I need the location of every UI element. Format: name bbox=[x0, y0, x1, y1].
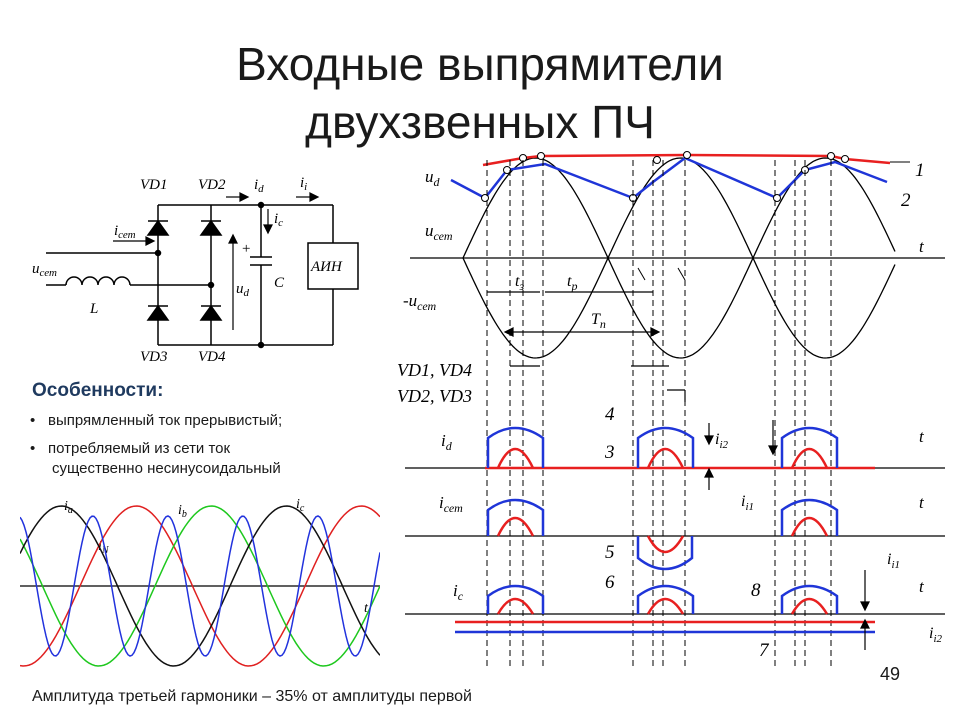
label-ud: ud bbox=[236, 281, 250, 299]
red-pulse bbox=[790, 597, 829, 615]
timing-label-ii2a: ii2 bbox=[715, 431, 729, 451]
timing-marker-8: 8 bbox=[751, 580, 761, 601]
timing-label-tr: tр bbox=[567, 273, 577, 293]
feature-text-2: потребляемый из сети ток bbox=[48, 440, 231, 457]
timing-label-iset: iсет bbox=[439, 493, 463, 515]
rectifier-circuit-diagram: VD1 VD2 VD3 VD4 id ii iсет ic uсет ud + … bbox=[32, 175, 359, 365]
timing-label-t4: t bbox=[919, 577, 925, 596]
neg-uset-curve bbox=[462, 157, 896, 359]
timing-marker-7: 7 bbox=[759, 640, 770, 661]
phase-n-curve bbox=[20, 515, 380, 657]
marker-5-leader bbox=[637, 267, 686, 281]
phase-label-t: t bbox=[364, 601, 369, 616]
blue-pulse bbox=[486, 584, 545, 614]
phase-label-ib: ib bbox=[178, 503, 187, 520]
bullet-dot: • bbox=[30, 412, 36, 429]
label-inductor: L bbox=[89, 301, 98, 317]
page-number: 49 bbox=[880, 664, 901, 684]
blue-pulse bbox=[780, 584, 839, 614]
blue-pulse bbox=[780, 498, 839, 536]
commutation-point bbox=[683, 151, 691, 159]
timing-label-uset: uсет bbox=[425, 221, 453, 243]
blue-pulse bbox=[486, 498, 545, 536]
timing-label-ud: ud bbox=[425, 167, 441, 189]
label-vd2: VD2 bbox=[198, 177, 226, 193]
timing-marker-4: 4 bbox=[605, 404, 615, 425]
label-ic: ic bbox=[274, 211, 283, 229]
label-id: id bbox=[254, 177, 264, 195]
label-capacitor: C bbox=[274, 275, 285, 291]
phase-currents-plot: ia ib ic iN t bbox=[20, 497, 380, 667]
timing-label-tp: Tп bbox=[591, 311, 606, 331]
slide-title-line1: Входные выпрямители bbox=[236, 38, 724, 90]
timing-marker-3: 3 bbox=[604, 442, 615, 463]
footer-note: Амплитуда третьей гармоники – 35% от амп… bbox=[32, 688, 472, 705]
negative-blue-pulse bbox=[636, 536, 694, 571]
negative-red-pulse bbox=[646, 535, 685, 554]
timing-label-ii2b: ii2 bbox=[929, 625, 943, 645]
commutation-point bbox=[827, 152, 835, 160]
timing-label-neg-uset: -uсет bbox=[403, 291, 437, 313]
feature-text-1: выпрямленный ток прерывистый; bbox=[48, 412, 283, 429]
phase-b-curve bbox=[20, 505, 380, 667]
blue-envelope bbox=[450, 156, 888, 200]
timing-marker-2: 2 bbox=[901, 190, 911, 211]
blue-pulse bbox=[636, 584, 695, 614]
timing-marker-1: 1 bbox=[915, 160, 925, 181]
timing-label-tz: tз bbox=[515, 273, 524, 293]
timing-label-t1: t bbox=[919, 237, 925, 256]
red-pulse bbox=[790, 447, 829, 469]
uset-curve bbox=[462, 157, 896, 359]
feature-item-2: • потребляемый из сети ток bbox=[30, 440, 230, 457]
feature-item-1: • выпрямленный ток прерывистый; bbox=[30, 412, 282, 429]
phase-a-curve bbox=[20, 505, 380, 667]
label-iset: iсет bbox=[114, 223, 136, 241]
red-pulse bbox=[496, 597, 535, 615]
timing-label-vd14: VD1, VD4 bbox=[397, 360, 472, 380]
bullet-dot: • bbox=[30, 440, 36, 457]
timing-label-t2: t bbox=[919, 427, 925, 446]
label-ii: ii bbox=[300, 175, 307, 193]
phase-c-curve bbox=[20, 505, 380, 667]
label-plus: + bbox=[242, 241, 250, 257]
timing-diagram: ud uсет -uсет t tз tр Tп VD1, VD4 VD2, V… bbox=[397, 151, 945, 670]
timing-label-t3: t bbox=[919, 493, 925, 512]
red-pulse bbox=[790, 516, 829, 537]
label-inverter: АИН bbox=[310, 259, 343, 275]
red-pulse bbox=[646, 447, 685, 469]
commutation-point bbox=[773, 194, 781, 202]
feature-text-2b: существенно несинусоидальный bbox=[52, 460, 281, 477]
features-heading: Особенности: bbox=[32, 380, 164, 401]
red-pulse bbox=[496, 447, 535, 469]
phase-label-ic: ic bbox=[296, 497, 305, 514]
commutation-point bbox=[653, 156, 661, 164]
blue-pulse bbox=[780, 426, 839, 468]
timing-marker-6: 6 bbox=[605, 572, 615, 593]
red-pulse bbox=[496, 516, 535, 537]
slide-title-line2: двухзвенных ПЧ bbox=[305, 96, 655, 148]
blue-pulse bbox=[486, 426, 545, 468]
label-vd1: VD1 bbox=[140, 177, 168, 193]
label-vd3: VD3 bbox=[140, 349, 168, 365]
label-vd4: VD4 bbox=[198, 349, 226, 365]
commutation-point bbox=[537, 152, 545, 160]
commutation-point bbox=[481, 194, 489, 202]
blue-pulse bbox=[636, 426, 695, 468]
timing-label-id: id bbox=[441, 431, 453, 453]
commutation-point bbox=[841, 155, 849, 163]
label-uset: uсет bbox=[32, 261, 57, 279]
commutation-point bbox=[503, 166, 511, 174]
timing-label-ic: ic bbox=[453, 581, 464, 603]
red-pulse bbox=[646, 597, 685, 615]
timing-label-ii1a: ii1 bbox=[741, 493, 754, 513]
timing-label-vd23: VD2, VD3 bbox=[397, 386, 472, 406]
timing-marker-5: 5 bbox=[605, 542, 615, 563]
timing-label-ii1b: ii1 bbox=[887, 551, 900, 571]
